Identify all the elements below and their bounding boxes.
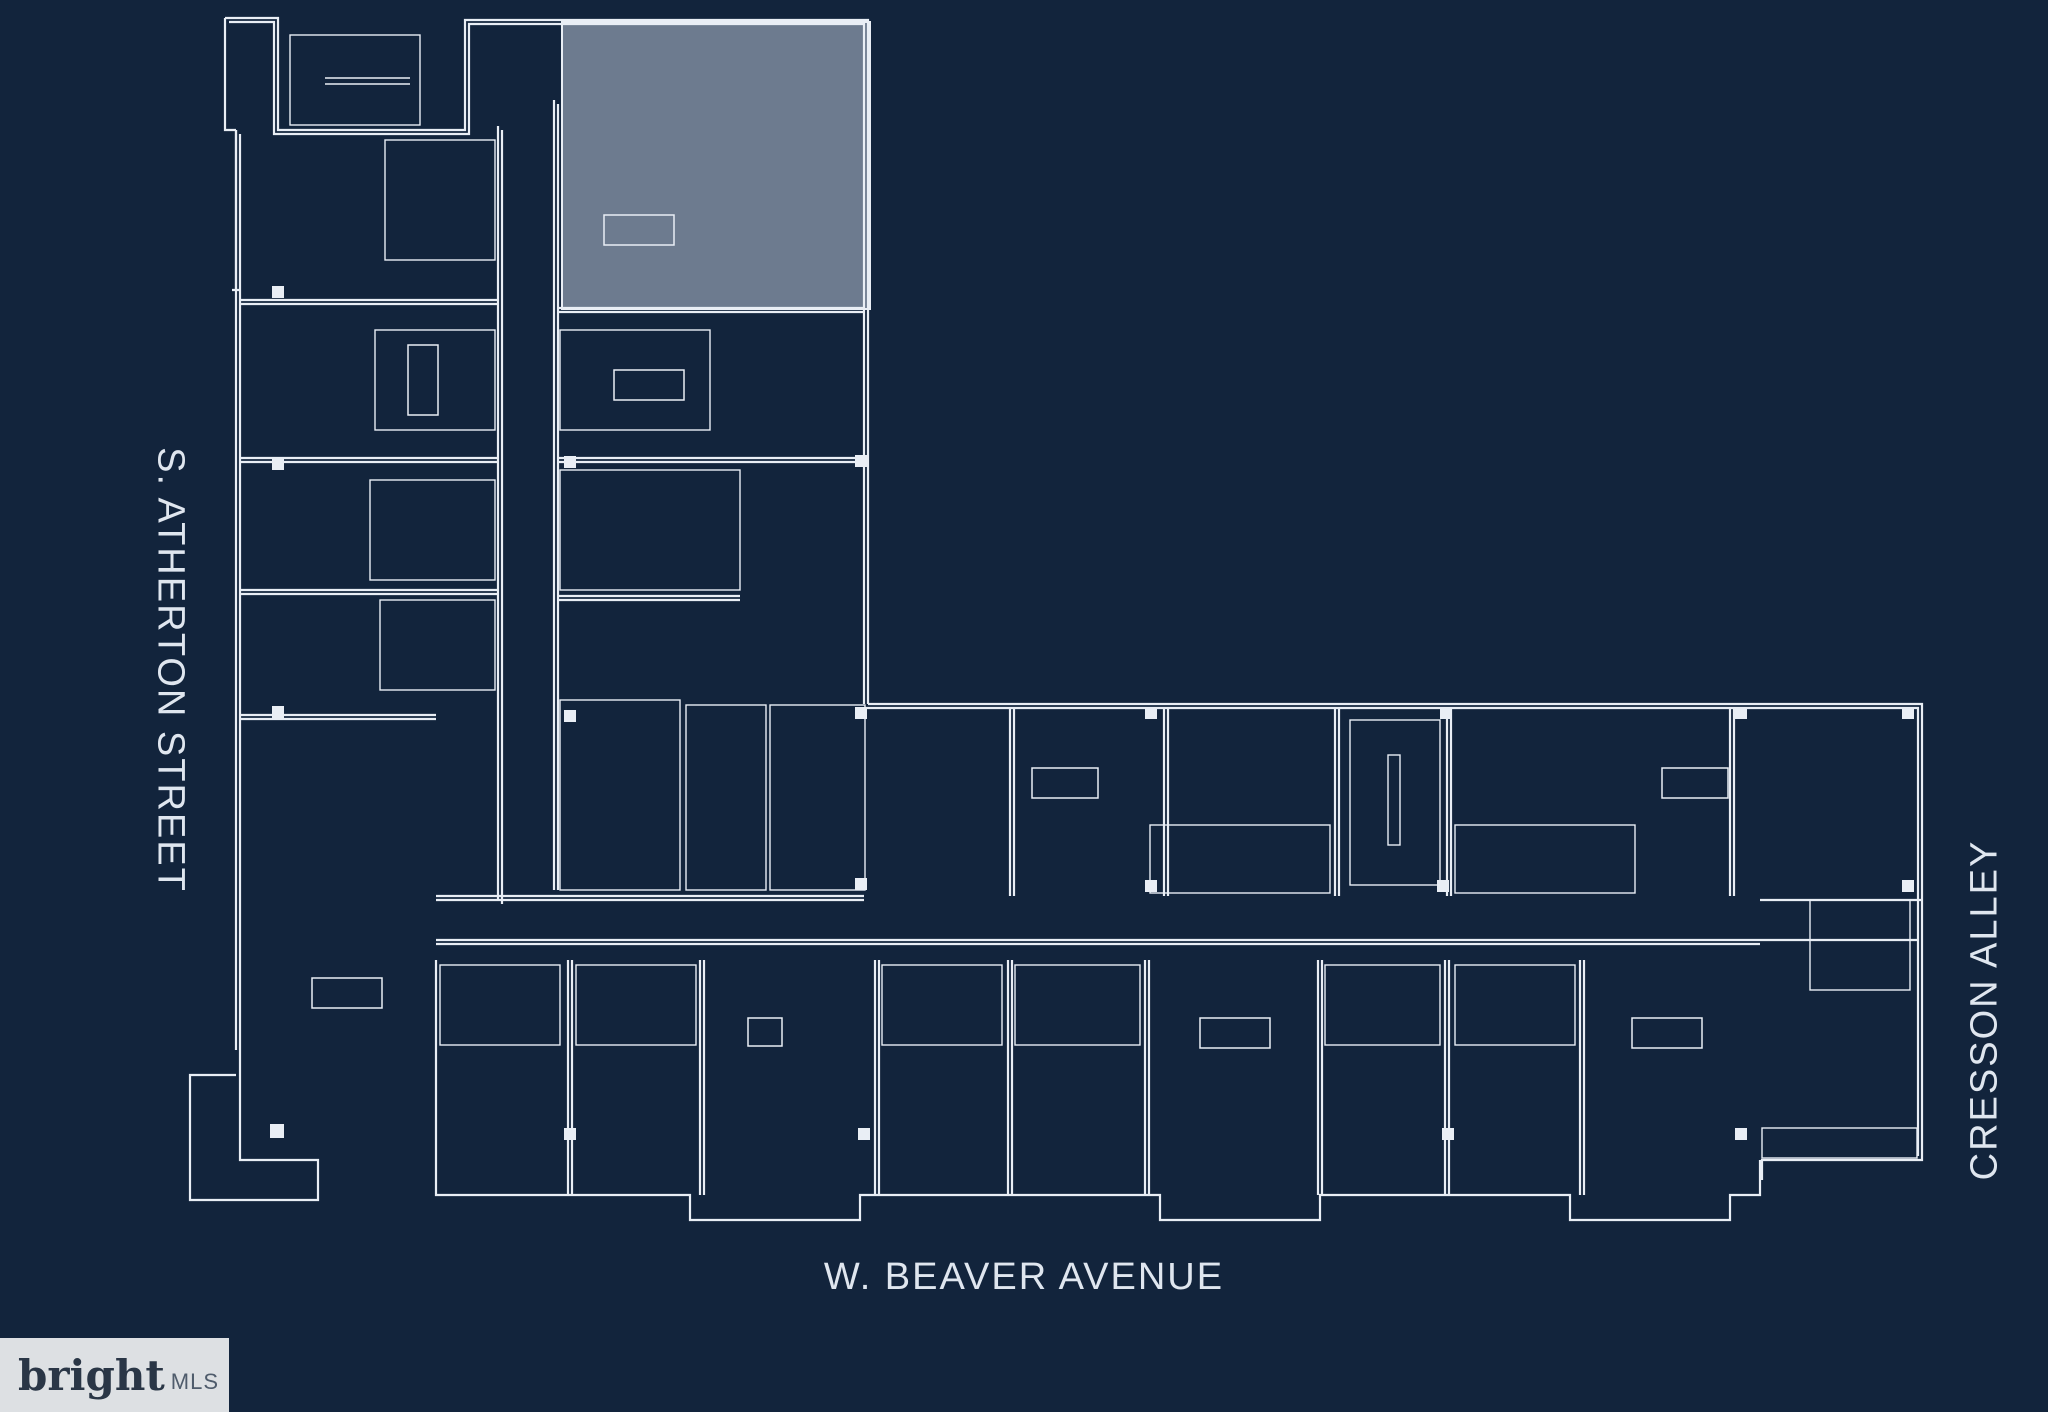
street-label-east: CRESSON ALLEY	[1963, 839, 2006, 1181]
north-wing	[223, 16, 870, 1050]
columns	[270, 286, 1914, 1140]
watermark-brand: bright	[18, 1350, 165, 1400]
street-label-south: W. BEAVER AVENUE	[823, 1256, 1225, 1298]
watermark-suffix: MLS	[170, 1369, 220, 1394]
stair-north	[289, 34, 421, 126]
stair-south	[1349, 719, 1441, 886]
highlighted-unit[interactable]	[561, 21, 871, 310]
brightmls-watermark: bright MLS	[0, 1338, 229, 1412]
south-wing	[188, 702, 1924, 1222]
street-label-west: S. ATHERTON STREET	[149, 447, 192, 893]
